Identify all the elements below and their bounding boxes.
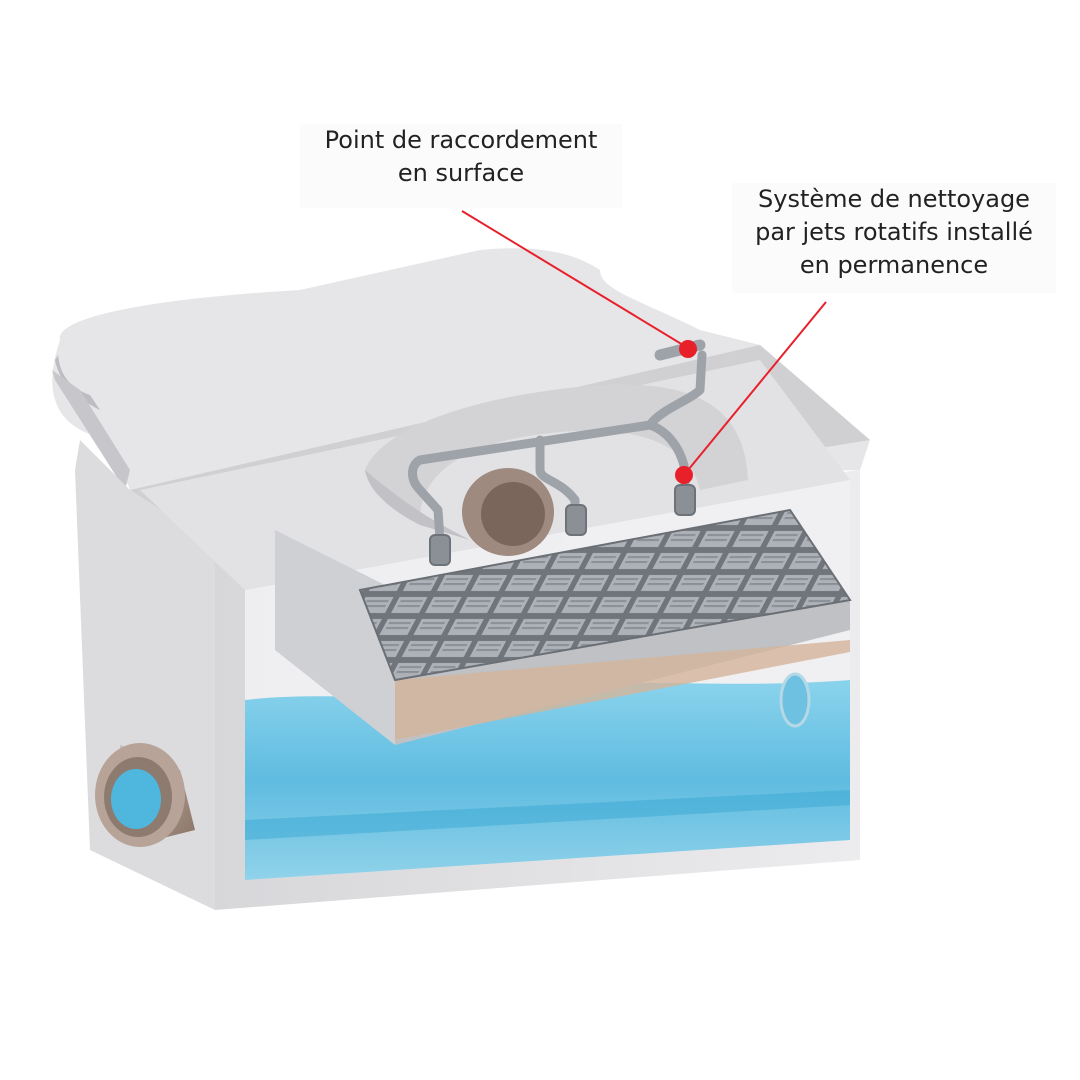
surface-connection-marker (679, 340, 697, 358)
label-line: en permanence (799, 251, 989, 279)
jet-system-marker (675, 466, 693, 484)
cleaning-system-label: Système de nettoyage par jets rotatifs i… (732, 183, 1056, 293)
filter-grating (275, 508, 852, 745)
surface-connection-label: Point de raccordement en surface (300, 124, 622, 208)
outlet-opening (779, 672, 811, 728)
label-line: Point de raccordement (324, 126, 598, 154)
inlet-pipe-rear (462, 468, 554, 556)
label-line: par jets rotatifs installé (755, 218, 1033, 246)
inlet-pipe (95, 743, 195, 847)
callout-connectors (461, 210, 827, 484)
jet-nozzles (429, 484, 696, 566)
label-line: en surface (397, 159, 525, 187)
label-line: Système de nettoyage (758, 185, 1030, 213)
